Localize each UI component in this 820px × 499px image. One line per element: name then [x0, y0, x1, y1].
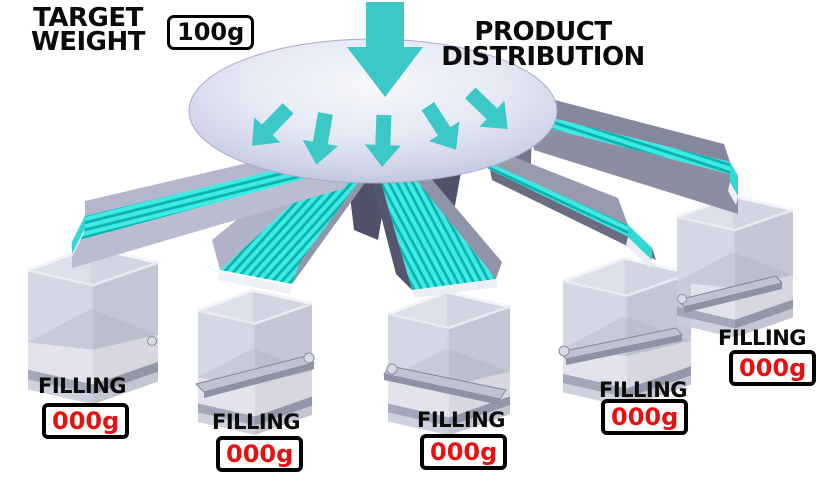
chute-back-wall: [524, 92, 730, 162]
chute-lip: [626, 237, 652, 268]
bucket-rim-highlight: [676, 208, 794, 232]
bucket-front-face: [93, 262, 158, 385]
bucket-rim-highlight: [387, 305, 511, 330]
bucket-rim-highlight: [197, 302, 313, 325]
bucket-skirt: [255, 405, 312, 435]
filling-value: 000g: [42, 403, 130, 439]
chute-lip: [218, 272, 292, 294]
bucket-rim: [627, 366, 691, 398]
filling-value: 000g: [601, 399, 689, 435]
bucket-rim: [388, 403, 449, 427]
filling-label: FILLING: [717, 326, 807, 350]
chute-product: [528, 112, 738, 176]
bucket-skirt: [449, 405, 510, 436]
chute-lip: [728, 182, 738, 205]
chute-lip: [70, 228, 85, 261]
bucket-front-face: [627, 273, 691, 389]
chute-product-end: [628, 225, 652, 260]
arrow-glyph: [251, 103, 294, 146]
distribution-arrow-icon: [364, 114, 401, 167]
feed-chute: [524, 92, 738, 214]
bucket-front-face: [388, 313, 449, 418]
weigh-tray: [677, 275, 783, 313]
bucket-front-face: [255, 303, 312, 417]
target-weight-label: TARGET WEIGHT: [18, 3, 158, 57]
chute-product: [378, 170, 496, 290]
filling-value: 000g: [729, 350, 817, 386]
chute-front-wall: [292, 152, 380, 284]
tray-edge: [566, 335, 682, 365]
tray-pin: [147, 336, 157, 346]
weigh-tray: [195, 352, 316, 398]
tray-pin: [558, 345, 570, 357]
chute-product-end: [72, 216, 85, 254]
arrow-glyph: [302, 112, 339, 165]
arrow-glyph: [364, 114, 401, 167]
chute-front-wall: [490, 170, 656, 260]
bucket-rim: [677, 306, 735, 329]
bucket-front-face: [28, 270, 93, 385]
tray-pin: [386, 363, 398, 375]
tray-pin: [677, 294, 687, 304]
bucket-rim: [563, 373, 627, 398]
weigh-tray: [383, 363, 507, 405]
chute-product: [472, 155, 652, 248]
tray-edge: [204, 363, 314, 398]
filling-value: 000g: [420, 434, 508, 470]
distribution-arrows: [251, 2, 508, 167]
bucket-rim-highlight: [27, 261, 159, 287]
collection-bucket: [27, 245, 159, 405]
weigh-tray: [558, 327, 683, 365]
bucket-skirt: [28, 379, 93, 405]
tray-pin: [303, 352, 315, 364]
filling-value: 000g: [216, 436, 304, 472]
bucket-skirt: [735, 308, 793, 338]
chute-front-wall: [532, 124, 738, 214]
filling-label: FILLING: [37, 374, 127, 398]
bucket-rim: [28, 369, 93, 395]
bucket-rim-highlight: [197, 288, 313, 312]
target-weight-line1: TARGET: [33, 3, 143, 33]
bucket-skirt: [198, 412, 255, 435]
product-distribution-line1: PRODUCT: [474, 17, 612, 47]
bucket-skirt: [677, 315, 735, 338]
bucket-rim: [255, 396, 312, 426]
bucket-front-face: [198, 310, 255, 417]
chute-product: [72, 152, 350, 242]
filling-label: FILLING: [416, 408, 506, 432]
filling-label: FILLING: [211, 410, 301, 434]
bucket-front-face: [563, 281, 627, 389]
product-infeed-arrow-icon: [347, 2, 423, 97]
tray-edge: [384, 374, 500, 405]
filling-label: FILLING: [598, 378, 688, 402]
chute-lip: [412, 279, 498, 298]
arrow-glyph: [465, 87, 508, 130]
chute-product-end: [730, 162, 738, 196]
bucket-rim: [93, 361, 158, 395]
distribution-arrow-icon: [302, 112, 339, 165]
distribution-arrow-icon: [465, 87, 508, 130]
distribution-arrow-icon: [251, 103, 294, 146]
target-weight-value: 100g: [167, 15, 255, 50]
bucket-rim-highlight: [562, 256, 692, 283]
bucket-rim: [735, 299, 793, 329]
feed-chute: [366, 156, 502, 298]
chute-back-wall: [408, 156, 502, 279]
chute-front-wall: [72, 168, 345, 268]
product-distribution-label: PRODUCT DISTRIBUTION: [408, 17, 678, 72]
target-weight-line2: WEIGHT: [31, 27, 145, 57]
bucket-rim-highlight: [562, 272, 692, 297]
bucket-rim: [198, 403, 255, 426]
bucket-skirt: [93, 371, 158, 405]
arrow-glyph: [421, 102, 460, 150]
chute-front-wall: [366, 158, 412, 290]
tray-edge: [684, 283, 782, 313]
distribution-arrow-icon: [421, 102, 460, 150]
bucket-skirt: [388, 412, 449, 436]
collection-buckets: [27, 194, 794, 436]
weigh-tray: [147, 336, 157, 346]
collection-bucket: [676, 194, 794, 338]
product-distribution-line2: DISTRIBUTION: [441, 42, 645, 72]
